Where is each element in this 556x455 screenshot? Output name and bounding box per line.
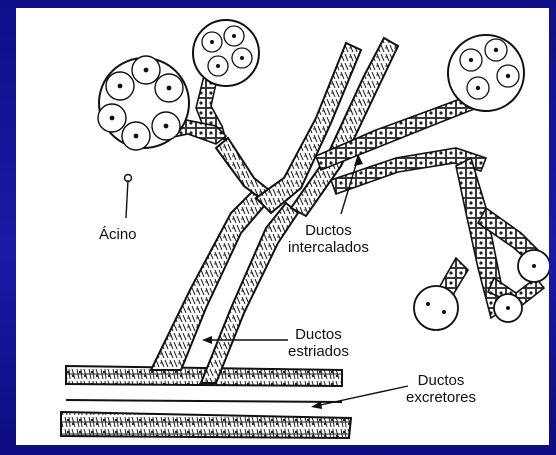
label-estriados-line2: estriados [288,343,349,360]
label-estriados-line1: Ductos [288,326,349,343]
label-intercalados-line1: Ductos [288,222,369,239]
excretores-pointer [311,386,408,409]
diagram-panel: Ácino Ductos intercalados Ductos estriad… [16,8,549,445]
striated-duct-main [151,188,298,383]
label-acino: Ácino [99,226,137,243]
acinus-cluster-top [193,20,259,86]
label-intercalados-line2: intercalados [288,239,369,256]
label-excretores-line1: Ductos [406,372,476,389]
label-ductos-estriados: Ductos estriados [288,326,349,360]
excretory-duct-lower [61,412,351,438]
label-ductos-excretores: Ductos excretores [406,372,476,406]
label-ductos-intercalados: Ductos intercalados [288,222,369,256]
acinus-cluster-left [98,56,189,150]
acino-pointer [125,175,132,219]
label-excretores-line2: excretores [406,389,476,406]
estriados-pointer [202,336,288,344]
acinus-cluster-right [448,35,524,111]
